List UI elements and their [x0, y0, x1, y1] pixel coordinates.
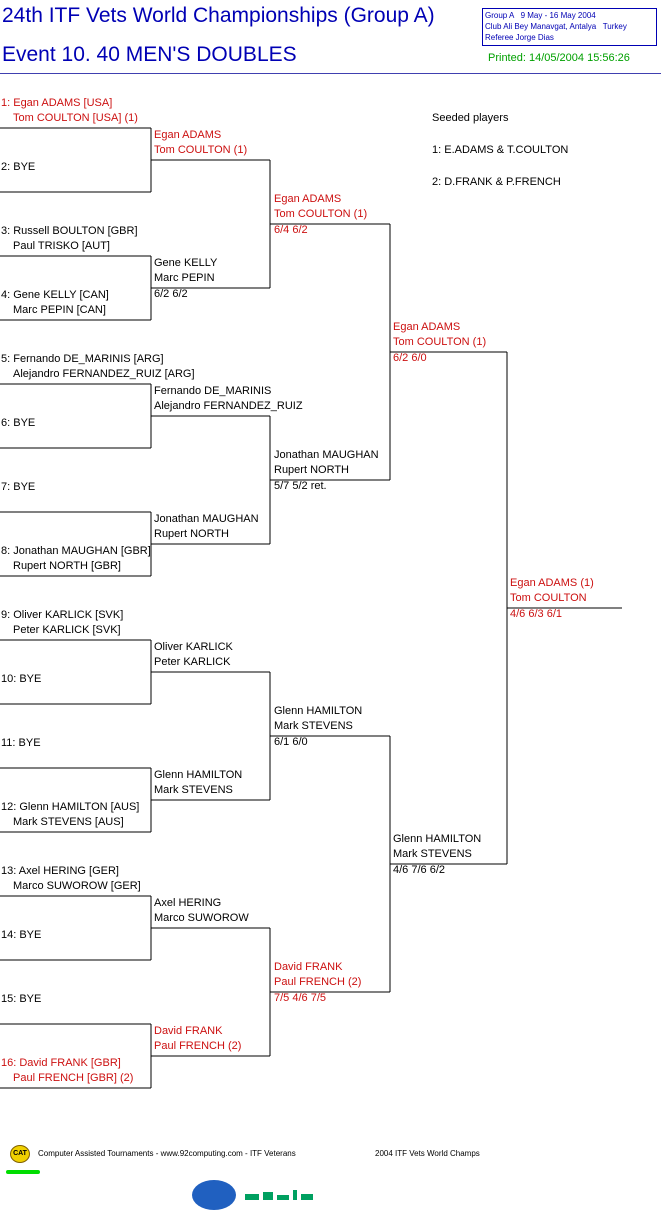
- sponsor-logo: [245, 1190, 313, 1200]
- seed-1: 1: E.ADAMS & T.COULTON: [432, 144, 569, 156]
- entry-line2: Tom COULTON [USA] (1): [13, 112, 138, 124]
- entry-line2: Peter KARLICK [SVK]: [13, 624, 121, 636]
- match-score: 4/6 7/6 6/2: [393, 864, 445, 876]
- header-divider: [0, 73, 661, 74]
- match-score: 6/1 6/0: [274, 736, 308, 748]
- winner-line2: Paul FRENCH (2): [154, 1040, 242, 1052]
- winner-line1: Egan ADAMS: [154, 129, 222, 141]
- event-title: Event 10. 40 MEN'S DOUBLES: [2, 43, 297, 66]
- footer-credit: Computer Assisted Tournaments - www.92co…: [38, 1149, 296, 1158]
- entry-line1: 9: Oliver KARLICK [SVK]: [1, 609, 124, 621]
- entry-line1: 4: Gene KELLY [CAN]: [1, 289, 109, 301]
- winner-line1: Oliver KARLICK: [154, 641, 233, 653]
- info-group-dates: Group A 9 May - 16 May 2004: [485, 11, 596, 20]
- match-score: 5/7 5/2 ret.: [274, 480, 327, 492]
- seeded-players-heading: Seeded players: [432, 112, 509, 124]
- winner-line1: Jonathan MAUGHAN: [154, 513, 259, 525]
- seed-2: 2: D.FRANK & P.FRENCH: [432, 176, 561, 188]
- winner-line2: Peter KARLICK: [154, 656, 231, 668]
- entry-line2: Marco SUWOROW [GER]: [13, 880, 141, 892]
- winner-line1: Glenn HAMILTON: [154, 769, 243, 781]
- winner-line1: Jonathan MAUGHAN: [274, 449, 379, 461]
- match-score: 6/2 6/0: [393, 352, 427, 364]
- winner-line1: David FRANK: [154, 1025, 223, 1037]
- info-venue: Club Ali Bey Manavgat, Antalya Turkey: [485, 22, 627, 31]
- entry-line1: 13: Axel HERING [GER]: [1, 865, 119, 877]
- entry-line1: 2: BYE: [1, 161, 36, 173]
- itf-logo: [192, 1180, 236, 1210]
- entry-line1: 7: BYE: [1, 481, 36, 493]
- cat-logo: CAT: [10, 1145, 30, 1163]
- entry-line1: 1: Egan ADAMS [USA]: [1, 97, 113, 109]
- winner-line2: Paul FRENCH (2): [274, 976, 362, 988]
- winner-line2: Tom COULTON (1): [154, 144, 248, 156]
- winner-line2: Tom COULTON (1): [274, 208, 368, 220]
- winner-line2: Mark STEVENS: [274, 720, 353, 732]
- winner-line1: Egan ADAMS: [274, 193, 342, 205]
- entry-line1: 6: BYE: [1, 417, 36, 429]
- winner-line2: Marco SUWOROW: [154, 912, 249, 924]
- winner-line2: Rupert NORTH: [154, 528, 229, 540]
- match-score: 4/6 6/3 6/1: [510, 608, 562, 620]
- winner-line2: Marc PEPIN: [154, 272, 215, 284]
- winner-line2: Tom COULTON: [510, 592, 587, 604]
- entry-line1: 16: David FRANK [GBR]: [1, 1057, 121, 1069]
- match-score: 6/2 6/2: [154, 288, 188, 300]
- winner-line1: Glenn HAMILTON: [274, 705, 363, 717]
- entry-line2: Mark STEVENS [AUS]: [13, 816, 124, 828]
- winner-line2: Alejandro FERNANDEZ_RUIZ: [154, 400, 303, 412]
- winner-line2: Mark STEVENS: [393, 848, 472, 860]
- winner-line1: Glenn HAMILTON: [393, 833, 482, 845]
- entry-line1: 14: BYE: [1, 929, 42, 941]
- winner-line1: Egan ADAMS: [393, 321, 461, 333]
- entry-line1: 10: BYE: [1, 673, 42, 685]
- entry-line2: Paul TRISKO [AUT]: [13, 240, 110, 252]
- winner-line2: Mark STEVENS: [154, 784, 233, 796]
- match-score: 6/4 6/2: [274, 224, 308, 236]
- winner-line2: Rupert NORTH: [274, 464, 349, 476]
- winner-line1: Gene KELLY: [154, 257, 218, 269]
- winner-line2: Tom COULTON (1): [393, 336, 487, 348]
- entry-line1: 11: BYE: [1, 737, 41, 749]
- winner-line1: Axel HERING: [154, 897, 222, 909]
- winner-line1: David FRANK: [274, 961, 343, 973]
- entry-line1: 15: BYE: [1, 993, 42, 1005]
- match-score: 7/5 4/6 7/5: [274, 992, 326, 1004]
- tournament-info-box: Group A 9 May - 16 May 2004 Club Ali Bey…: [482, 8, 657, 46]
- footer-event: 2004 ITF Vets World Champs: [375, 1149, 480, 1158]
- entry-line2: Marc PEPIN [CAN]: [13, 304, 106, 316]
- entry-line2: Rupert NORTH [GBR]: [13, 560, 121, 572]
- cat-logo-underline: [6, 1170, 40, 1174]
- tournament-title: 24th ITF Vets World Championships (Group…: [2, 4, 435, 27]
- entry-line1: 12: Glenn HAMILTON [AUS]: [1, 801, 140, 813]
- entry-line1: 5: Fernando DE_MARINIS [ARG]: [1, 353, 164, 365]
- entry-line1: 3: Russell BOULTON [GBR]: [1, 225, 138, 237]
- winner-line1: Fernando DE_MARINIS: [154, 385, 272, 397]
- winner-line1: Egan ADAMS (1): [510, 577, 594, 589]
- entry-line2: Alejandro FERNANDEZ_RUIZ [ARG]: [13, 368, 195, 380]
- printed-timestamp: Printed: 14/05/2004 15:56:26: [488, 52, 630, 64]
- info-referee: Referee Jorge Dias: [485, 33, 554, 42]
- entry-line1: 8: Jonathan MAUGHAN [GBR]: [1, 545, 151, 557]
- entry-line2: Paul FRENCH [GBR] (2): [13, 1072, 134, 1084]
